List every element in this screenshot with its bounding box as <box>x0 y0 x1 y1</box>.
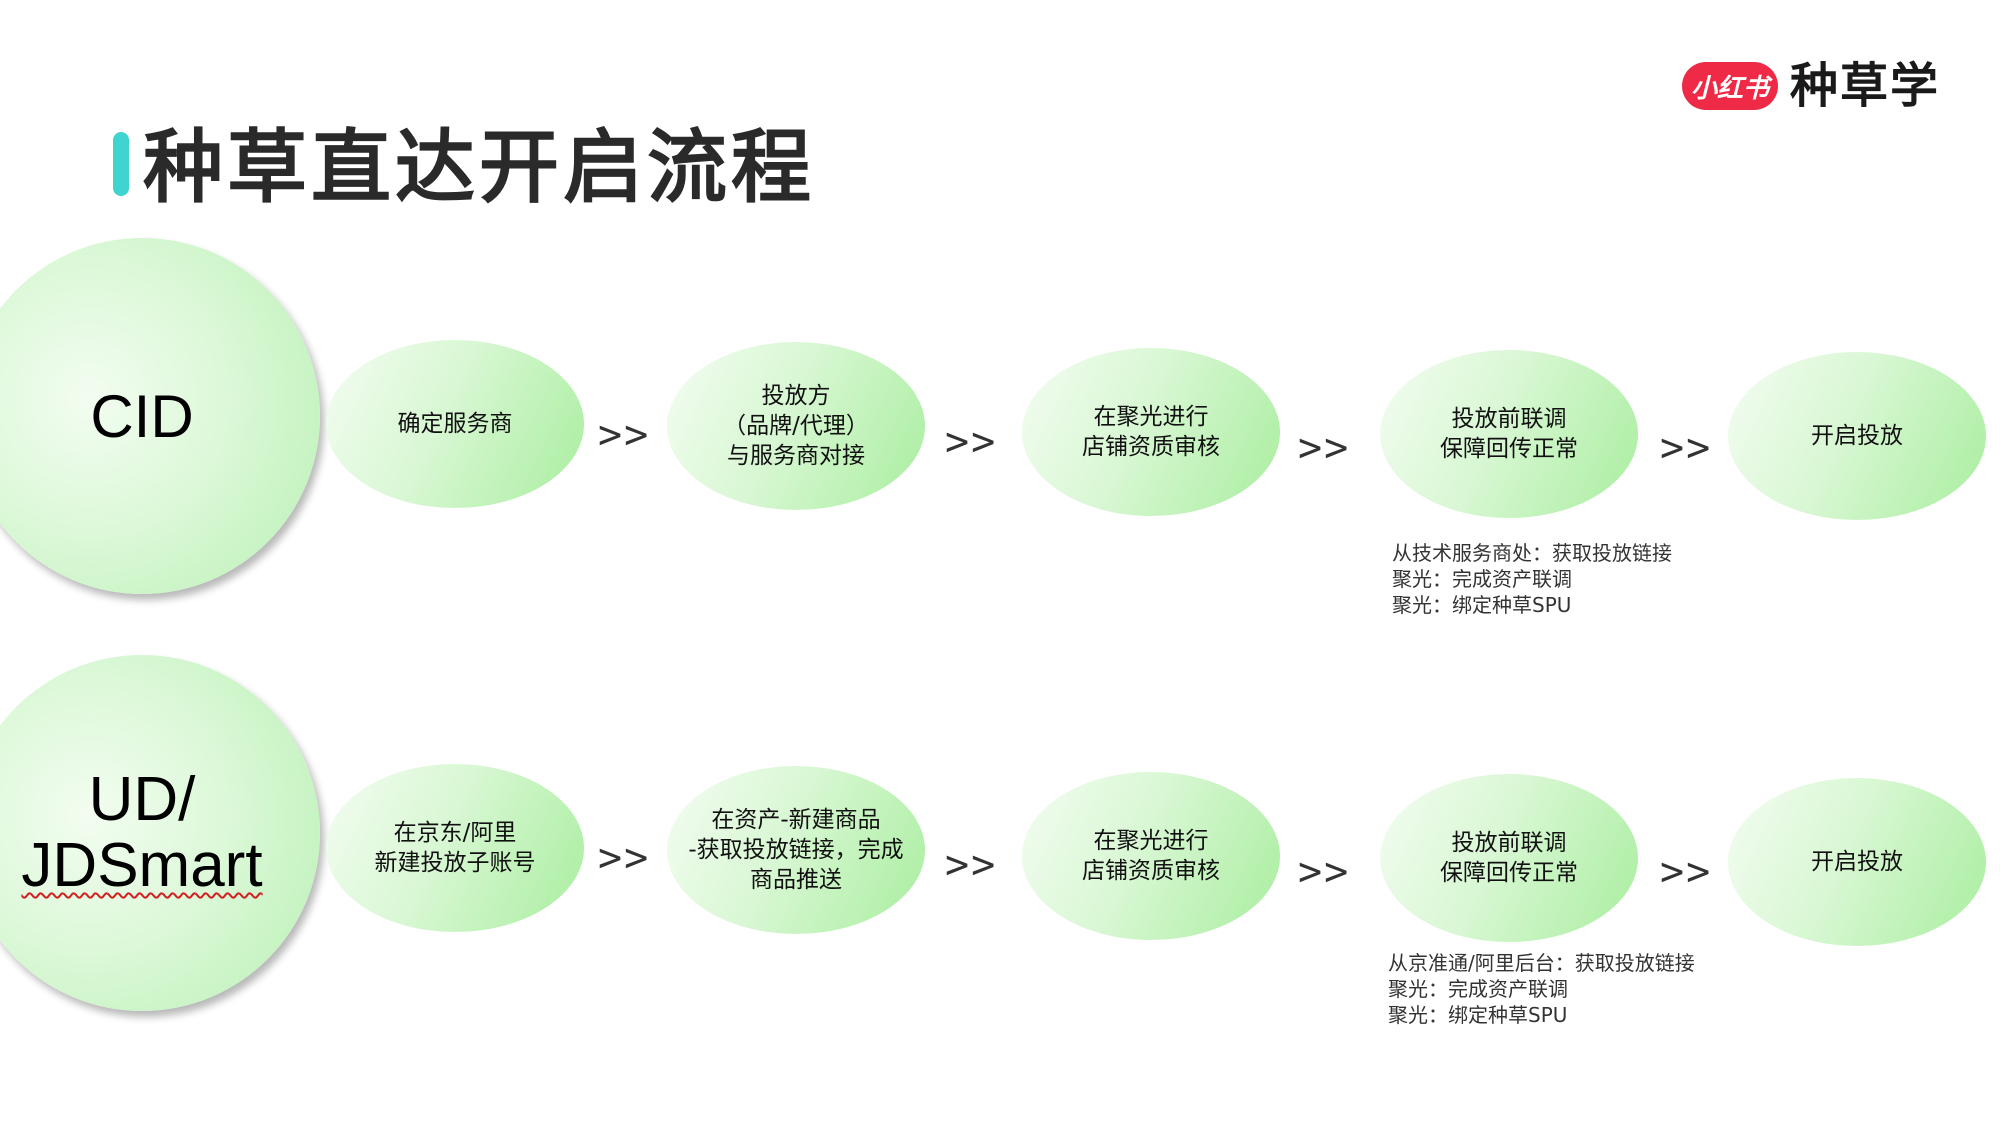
brand-logo: 小红书 种草学 <box>1682 58 1940 114</box>
flow-arrow: >> <box>1298 849 1351 895</box>
flow-arrow: >> <box>945 842 998 888</box>
step-ud-3: 在聚光进行 店铺资质审核 <box>1022 772 1280 940</box>
note-line: 聚光：完成资产联调 <box>1392 567 1572 591</box>
row-label-cid: CID <box>0 238 320 594</box>
step-ud-4: 投放前联调 保障回传正常 <box>1380 774 1638 942</box>
note-line: 聚光：完成资产联调 <box>1388 977 1568 1001</box>
brand-badge: 小红书 <box>1682 62 1778 110</box>
step-cid-1: 确定服务商 <box>326 340 584 508</box>
row-label-line1: UD/ <box>88 765 196 834</box>
flow-arrow: >> <box>1298 425 1351 471</box>
title-accent-bar <box>113 132 129 196</box>
page-title: 种草直达开启流程 <box>143 121 815 214</box>
flow-arrow: >> <box>945 419 998 465</box>
note-line: 聚光：绑定种草SPU <box>1388 1003 1568 1027</box>
step-cid-3: 在聚光进行 店铺资质审核 <box>1022 348 1280 516</box>
step-ud-5: 开启投放 <box>1728 778 1986 946</box>
note-ud: 从京准通/阿里后台：获取投放链接 聚光：完成资产联调 聚光：绑定种草SPU <box>1388 950 1695 1028</box>
note-line: 从京准通/阿里后台：获取投放链接 <box>1388 951 1695 975</box>
flow-arrow: >> <box>1660 425 1713 471</box>
flow-arrow: >> <box>598 412 651 458</box>
flow-arrow: >> <box>1660 849 1713 895</box>
flow-arrow: >> <box>598 835 651 881</box>
step-cid-4: 投放前联调 保障回传正常 <box>1380 350 1638 518</box>
step-ud-2: 在资产-新建商品 -获取投放链接，完成 商品推送 <box>667 766 925 934</box>
step-cid-5: 开启投放 <box>1728 352 1986 520</box>
brand-name: 种草学 <box>1790 58 1941 114</box>
row-label-ud-jdsmart: UD/ JDSmart <box>0 655 320 1011</box>
step-cid-2: 投放方 （品牌/代理） 与服务商对接 <box>667 342 925 510</box>
note-line: 聚光：绑定种草SPU <box>1392 593 1572 617</box>
step-ud-1: 在京东/阿里 新建投放子账号 <box>326 764 584 932</box>
note-line: 从技术服务商处：获取投放链接 <box>1392 541 1672 565</box>
note-cid: 从技术服务商处：获取投放链接 聚光：完成资产联调 聚光：绑定种草SPU <box>1392 540 1672 618</box>
row-label-line2: JDSmart <box>21 831 263 900</box>
